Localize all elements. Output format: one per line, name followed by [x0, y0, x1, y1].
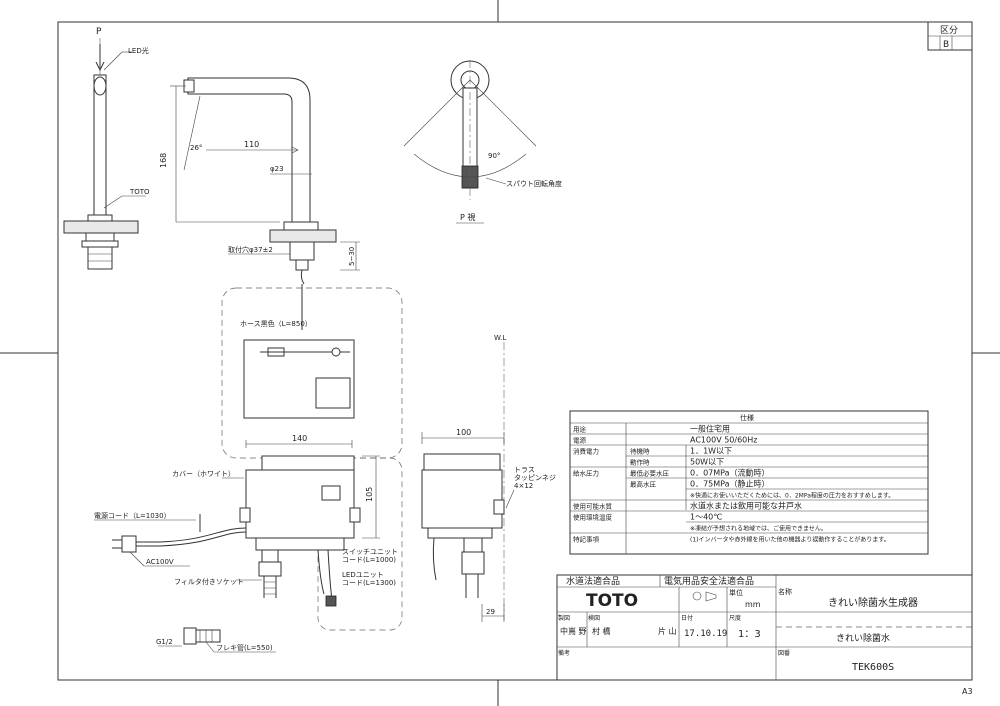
- truss-screw-label-2: タッピンネジ: [514, 473, 556, 482]
- spec-row-label: 電源: [573, 436, 587, 445]
- spec-title: 仕様: [740, 413, 754, 422]
- spec-row-value: (1)インバータや赤外線を用いた他の機器より誤動作することがあります。: [690, 536, 890, 544]
- drawing-no-label: 図番: [778, 650, 790, 657]
- generator-side-view: W.L 100 トラス タッピンネジ 4×12 29: [421, 334, 556, 622]
- spec-row-sublabel: 待機時: [630, 447, 650, 456]
- hose-length-label: ホース黒色（L=850）: [240, 319, 312, 328]
- view-arrow-label: P: [96, 27, 102, 37]
- date-label: 日付: [681, 614, 693, 622]
- toto-logo: TOTO: [586, 591, 638, 611]
- faucet-front-view: 168 26° 110 φ23 取付穴φ37±2 5~30: [159, 77, 360, 285]
- spec-row-value: 1．1W以下: [690, 447, 732, 456]
- truss-screw-label-1: トラス: [514, 466, 535, 474]
- faucet-side-view: P LED光 TOTO: [63, 27, 150, 270]
- drawing-number: TEK600S: [852, 662, 894, 673]
- generator-front-view: 140 105 カバー（ホワイト） フィルタ付きソケット スイッチユニット コー…: [172, 434, 398, 607]
- spec-row-label: 消費電力: [573, 447, 599, 456]
- power-cord: 電源コード（L=1030） AC100V: [94, 511, 247, 567]
- spec-row-sublabel: 動作時: [630, 458, 650, 467]
- g12-label: G1/2: [156, 638, 173, 646]
- spec-row-value: ※凍結が予想される地域では、ご使用できません。: [690, 525, 827, 533]
- spec-row-value: 1～40℃: [690, 513, 722, 522]
- angle-90: 90°: [488, 152, 500, 160]
- dim-110: 110: [244, 140, 259, 149]
- spec-table: 仕様: [569, 410, 929, 555]
- filter-socket-label: フィルタ付きソケット: [174, 577, 244, 586]
- dim-100: 100: [456, 428, 471, 437]
- switch-unit-label-1: スイッチユニット: [342, 548, 398, 556]
- spec-row-sublabel: 最高水圧: [630, 480, 657, 489]
- kubun-value: B: [943, 40, 949, 50]
- spec-row-label: 給水圧力: [573, 469, 599, 478]
- spec-row-value: 一般住宅用: [690, 424, 730, 434]
- generator-unit-area: ホース黒色（L=850）: [221, 284, 403, 631]
- scale-label: 尺度: [729, 614, 741, 622]
- sheet-border: [57, 21, 973, 681]
- water-compliant-label: 水道法適合品: [566, 575, 620, 587]
- dim-29: 29: [486, 608, 495, 616]
- dim-5-30: 5~30: [348, 247, 356, 266]
- spec-row-value: AC100V 50/60Hz: [690, 436, 757, 445]
- kubun-label: 区分: [940, 25, 958, 36]
- wl-label: W.L: [494, 334, 506, 342]
- checked-names: 村 橋: [592, 626, 611, 636]
- date-value: 17.10.19: [684, 629, 727, 639]
- checked-label: 検図: [588, 614, 600, 622]
- led-unit-label-1: LEDユニット: [342, 571, 384, 579]
- p-view: 90° スパウト回転角度 P 視: [403, 60, 562, 224]
- switch-unit-label-2: コード(L=1000): [342, 556, 396, 564]
- unit-label: 単位: [729, 588, 743, 597]
- spec-row-value: ※快適にお使いいただくためには、0．2MPa程度の圧力をおすすめします。: [690, 492, 894, 500]
- dim-140: 140: [292, 434, 307, 443]
- spec-row-value: 0．07MPa（流動時）: [690, 468, 770, 478]
- ac100v-label: AC100V: [146, 558, 174, 566]
- spec-row-label: 用途: [573, 425, 587, 434]
- spec-row-sublabel: 最低必要水圧: [630, 469, 670, 478]
- product-name: きれい除菌水生成器: [828, 596, 918, 609]
- power-cord-label: 電源コード（L=1030）: [94, 511, 171, 520]
- drawn-label: 製図: [558, 614, 570, 622]
- spec-row-value: 0．75MPa（静止時）: [690, 479, 770, 489]
- approved-names: 片 山: [658, 626, 677, 636]
- cover-label: カバー（ホワイト）: [172, 470, 235, 478]
- projection-symbol: [692, 591, 702, 601]
- title-block: 水道法適合品 電気用品安全法適合品 TOTO 単位 mm 名称 きれい除菌水生成…: [556, 574, 973, 681]
- truss-screw-label-3: 4×12: [514, 482, 533, 490]
- angle-26: 26°: [190, 144, 202, 152]
- mount-hole-label: 取付穴φ37±2: [228, 245, 273, 254]
- led-light-label: LED光: [128, 46, 149, 55]
- flex-pipe: G1/2 フレキ管(L=550): [156, 627, 276, 653]
- p-view-label: P 視: [460, 213, 475, 222]
- drawn-names: 中嶌 野: [560, 626, 587, 636]
- name-label: 名称: [778, 587, 792, 596]
- spec-row-value: 50W以下: [690, 458, 724, 467]
- dim-168: 168: [159, 153, 168, 168]
- spec-row-label: 特記事項: [573, 535, 600, 544]
- toto-marking-label: TOTO: [129, 188, 150, 196]
- dim-105: 105: [365, 487, 374, 502]
- series-name: きれい除菌水: [836, 632, 890, 644]
- led-unit-label-2: コード(L=1300): [342, 579, 396, 587]
- spout-rotation-label: スパウト回転角度: [506, 179, 562, 188]
- flex-pipe-label: フレキ管(L=550): [216, 643, 273, 652]
- dim-phi23: φ23: [270, 165, 284, 173]
- scale-value: 1：3: [738, 629, 761, 640]
- kubun-box: 区分 B: [927, 21, 973, 51]
- remarks-label: 備考: [558, 649, 570, 657]
- electric-compliant-label: 電気用品安全法適合品: [664, 575, 754, 587]
- paper-size-label: A3: [962, 687, 973, 696]
- spec-row-label: 使用環境温度: [573, 513, 613, 522]
- spec-row-value: 水道水または飲用可能な井戸水: [690, 501, 802, 511]
- spec-row-label: 使用可能水質: [573, 502, 613, 511]
- unit-value: mm: [745, 600, 761, 609]
